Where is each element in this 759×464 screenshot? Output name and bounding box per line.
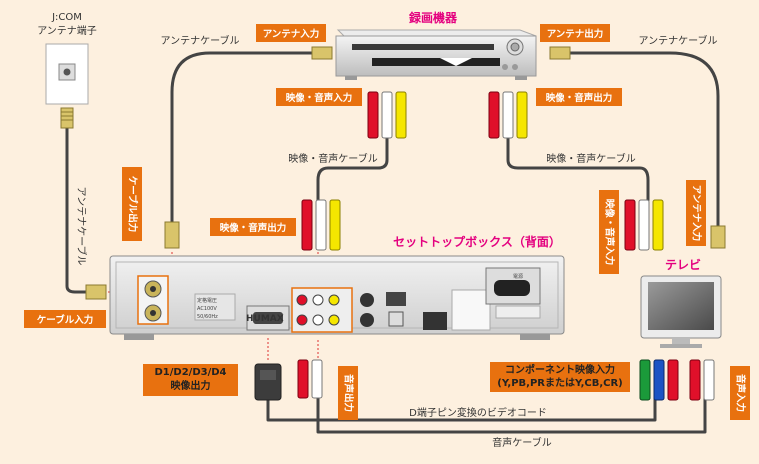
tag-antenna-out: アンテナ出力 bbox=[540, 24, 610, 42]
stb-title: セットトップボックス（背面） bbox=[393, 234, 561, 249]
f-connector-icon bbox=[60, 107, 74, 129]
rca-plug-set-recorder-in bbox=[367, 91, 407, 139]
tag-audio-in: 音声入力 bbox=[730, 366, 750, 420]
tag-av-out-recorder: 映像・音声出力 bbox=[536, 88, 622, 106]
tv-monitor bbox=[640, 275, 722, 348]
f-connector-icon bbox=[549, 46, 571, 60]
tag-antenna-in: アンテナ入力 bbox=[256, 24, 326, 42]
svg-text:ケーブル入力: ケーブル入力 bbox=[37, 314, 93, 326]
svg-text:ケーブル出力: ケーブル出力 bbox=[127, 176, 139, 232]
rca-plug-set-recorder-out bbox=[488, 91, 528, 139]
svg-text:映像・音声出力: 映像・音声出力 bbox=[546, 92, 613, 104]
f-connector-icon bbox=[311, 46, 333, 60]
d-cable-label: D端子ピン変換のビデオコード bbox=[409, 406, 547, 419]
av-cable-label-right: 映像・音声ケーブル bbox=[546, 152, 635, 165]
rca-plug-set-component bbox=[639, 359, 679, 401]
rca-plug-set-stb-audio bbox=[297, 359, 323, 399]
svg-text:AC100V: AC100V bbox=[197, 306, 217, 312]
svg-text:映像・音声出力: 映像・音声出力 bbox=[220, 222, 287, 234]
svg-text:50/60Hz: 50/60Hz bbox=[197, 314, 218, 320]
d-terminal-plug bbox=[254, 363, 282, 401]
svg-text:アンテナ入力: アンテナ入力 bbox=[691, 185, 703, 242]
antenna-cable-label-right: アンテナケーブル bbox=[639, 34, 718, 47]
jcom-title: J:COM bbox=[51, 12, 82, 23]
recorder-title: 録画機器 bbox=[409, 10, 458, 25]
f-connector-icon bbox=[85, 284, 107, 300]
svg-text:定格電圧: 定格電圧 bbox=[197, 297, 217, 304]
jcom-wall-plate bbox=[45, 43, 89, 105]
tag-tv-av-in: 映像・音声入力 bbox=[599, 190, 619, 274]
tv-title: テレビ bbox=[665, 257, 701, 272]
tag-d-output bbox=[143, 364, 238, 396]
f-connector-icon bbox=[164, 221, 180, 249]
audio-cable-label: 音声ケーブル bbox=[492, 436, 551, 449]
svg-text:アンテナ入力: アンテナ入力 bbox=[263, 28, 320, 40]
component-tag-text: コンポーネント映像入力 (Y,PB,PRまたはY,CB,CR) bbox=[490, 364, 630, 390]
rca-plug-set-tv-in bbox=[624, 199, 664, 251]
component-tag-line1: コンポーネント映像入力 bbox=[505, 365, 615, 376]
tag-audio-out: 音声出力 bbox=[338, 366, 358, 420]
svg-text:音声入力: 音声入力 bbox=[735, 374, 747, 412]
d-output-tag-line2: 映像出力 bbox=[170, 381, 211, 392]
antenna-cable-label-vertical: アンテナケーブル bbox=[75, 187, 88, 266]
set-top-box-rear: 定格電圧 AC100V 50/60Hz bbox=[109, 255, 565, 340]
d-output-tag-text: D1/D2/D3/D4 映像出力 bbox=[143, 366, 238, 394]
component-tag-line2: (Y,PB,PRまたはY,CB,CR) bbox=[497, 378, 623, 389]
rca-plug-set-stb-out bbox=[301, 199, 341, 251]
d-output-tag-line1: D1/D2/D3/D4 bbox=[154, 367, 227, 378]
tag-tv-antenna-in: アンテナ入力 bbox=[686, 180, 706, 246]
av-cable-label-left: 映像・音声ケーブル bbox=[288, 152, 377, 165]
svg-text:映像・音声入力: 映像・音声入力 bbox=[604, 199, 616, 266]
tag-cable-in: ケーブル入力 bbox=[24, 310, 106, 328]
tag-component-input bbox=[490, 362, 630, 392]
tag-av-out-stb: 映像・音声出力 bbox=[210, 218, 296, 236]
jcom-subtitle: アンテナ端子 bbox=[37, 24, 97, 37]
rca-plug-set-tv-audio bbox=[689, 359, 715, 401]
brand-text: HUMAX bbox=[246, 314, 284, 324]
tag-cable-out: ケーブル出力 bbox=[122, 167, 142, 241]
f-connector-icon bbox=[710, 225, 726, 249]
svg-text:音声出力: 音声出力 bbox=[343, 374, 355, 412]
power-label: 電源 bbox=[513, 273, 523, 280]
tag-av-in-recorder: 映像・音声入力 bbox=[276, 88, 362, 106]
antenna-cable-label-left: アンテナケーブル bbox=[161, 34, 240, 47]
svg-text:アンテナ出力: アンテナ出力 bbox=[547, 28, 604, 40]
recorder-device bbox=[335, 29, 537, 80]
svg-text:映像・音声入力: 映像・音声入力 bbox=[286, 92, 353, 104]
